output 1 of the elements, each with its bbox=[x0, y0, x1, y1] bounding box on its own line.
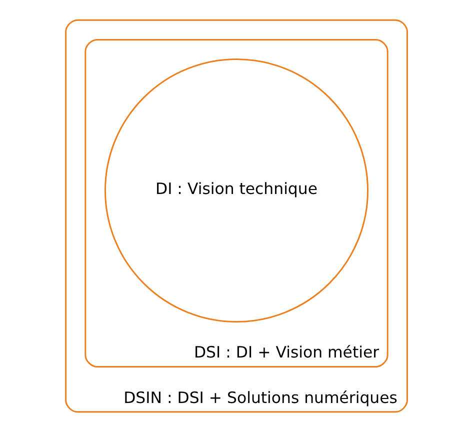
node-circle: DI : Vision technique bbox=[104, 58, 368, 322]
